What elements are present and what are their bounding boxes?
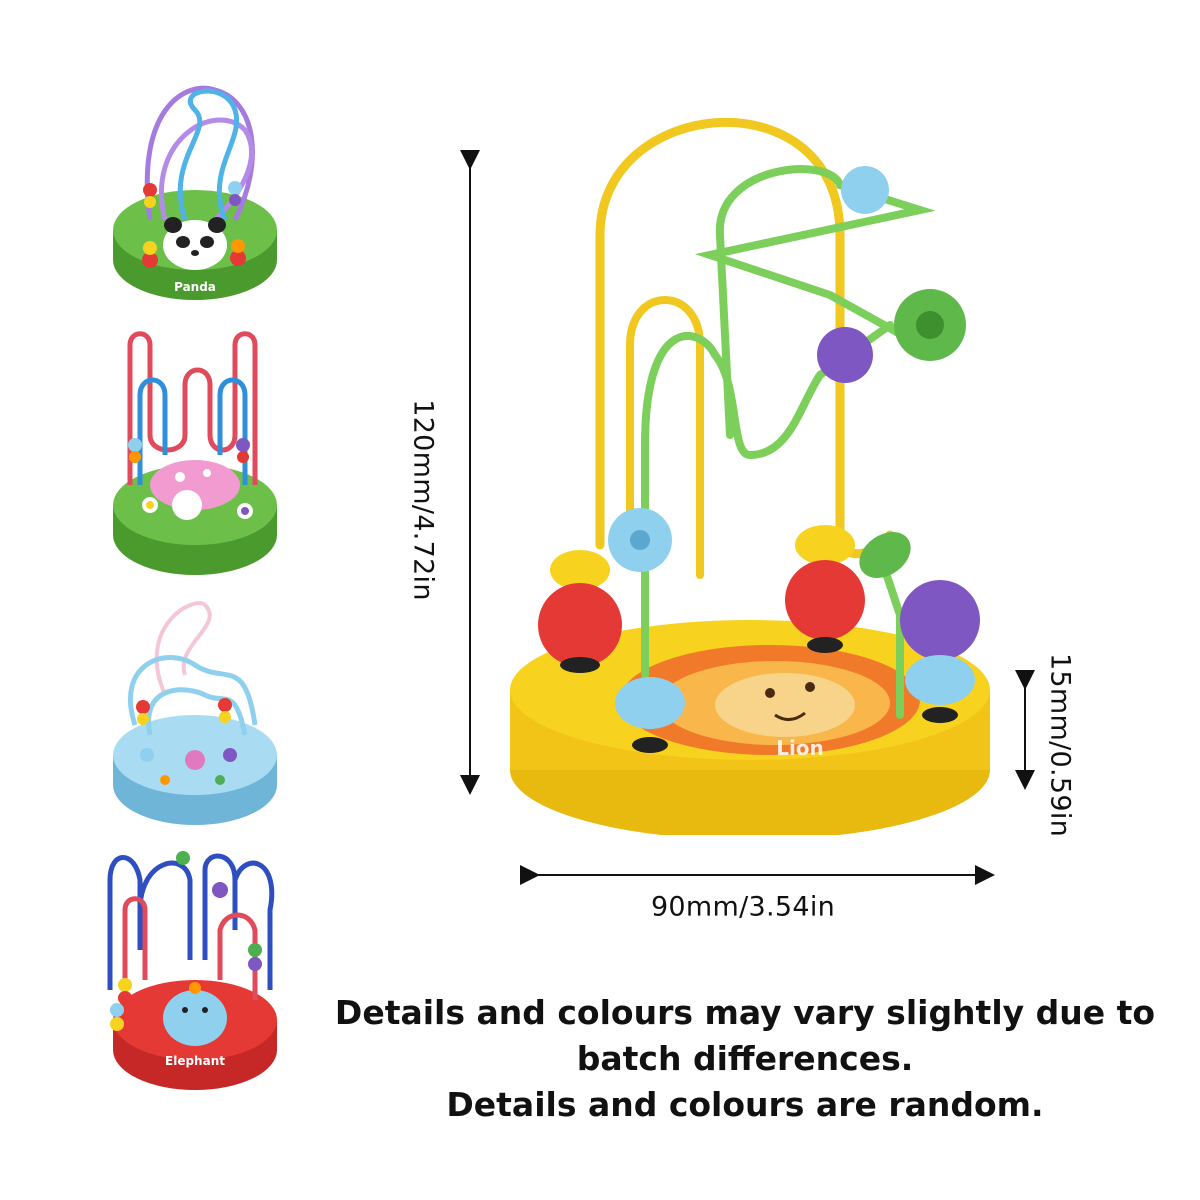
main-toy-lion: Lion (500, 115, 1020, 840)
note-line-2: batch differences. (576, 1039, 914, 1078)
thickness-dimension-label: 15mm/0.59in (1044, 652, 1076, 838)
note-line-1: Details and colours may vary slightly du… (334, 993, 1156, 1032)
disclaimer-notes: Details and colours may vary slightly du… (320, 990, 1170, 1128)
width-dimension-label: 90mm/3.54in (650, 891, 836, 923)
toy-thumbnail-mushroom (95, 325, 295, 580)
main-toy-base-label: Lion (776, 736, 824, 760)
note-line-3: Details and colours are random. (446, 1085, 1044, 1124)
toy-thumbnail-ocean (95, 585, 295, 835)
toy-thumbnail-panda: Panda (95, 70, 295, 320)
toy-thumbnail-elephant: Elephant (95, 840, 295, 1100)
thumbnail-label: Elephant (165, 1054, 225, 1068)
height-dimension-label: 120mm/4.72in (407, 399, 439, 601)
thumbnail-label: Panda (174, 280, 216, 294)
